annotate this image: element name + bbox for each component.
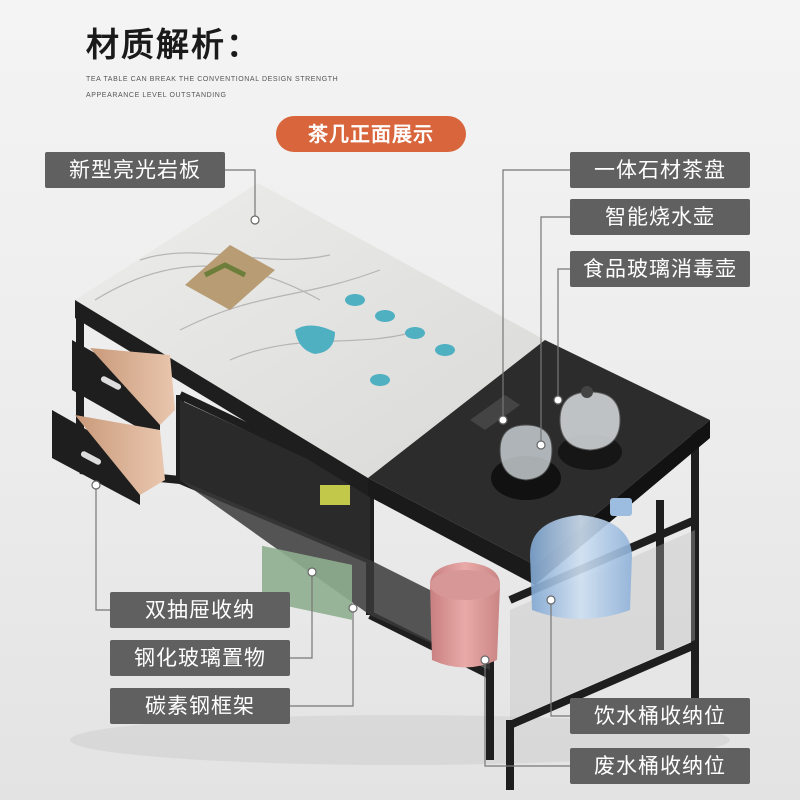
page-title: 材质解析： [86, 25, 261, 64]
tea-cup [405, 327, 425, 339]
rear-panel [180, 400, 370, 560]
tea-cup [370, 374, 390, 386]
callout-rock-slab: 新型亮光岩板 [45, 152, 225, 188]
top-edge-front [75, 300, 368, 496]
tea-cup [435, 344, 455, 356]
callout-smart-kettle: 智能烧水壶 [570, 199, 750, 235]
callout-waste-bucket: 废水桶收纳位 [570, 748, 750, 784]
callout-double-drawer: 双抽屉收纳 [110, 592, 290, 628]
smart-kettle [499, 424, 553, 481]
water-bucket [530, 515, 632, 619]
shelf-item [320, 485, 350, 505]
tea-mat [185, 245, 275, 310]
callout-stone-tray: 一体石材茶盘 [570, 152, 750, 188]
tea-cup [345, 294, 365, 306]
subtitle-line-1: TEA TABLE CAN BREAK THE CONVENTIONAL DES… [86, 76, 339, 83]
callout-water-bucket: 饮水桶收纳位 [570, 698, 750, 734]
tea-cup [375, 310, 395, 322]
drawer-upper [72, 340, 160, 440]
callout-sterilizer-kettle: 食品玻璃消毒壶 [570, 251, 750, 287]
front-view-badge: 茶几正面展示 [276, 116, 466, 152]
callout-carbon-frame: 碳素钢框架 [110, 688, 290, 724]
tea-pitcher [295, 325, 335, 354]
sterilizer-kettle [559, 391, 621, 451]
subtitle-line-2: APPEARANCE LEVEL OUTSTANDING [86, 92, 227, 99]
callout-glass-shelf: 钢化玻璃置物 [110, 640, 290, 676]
